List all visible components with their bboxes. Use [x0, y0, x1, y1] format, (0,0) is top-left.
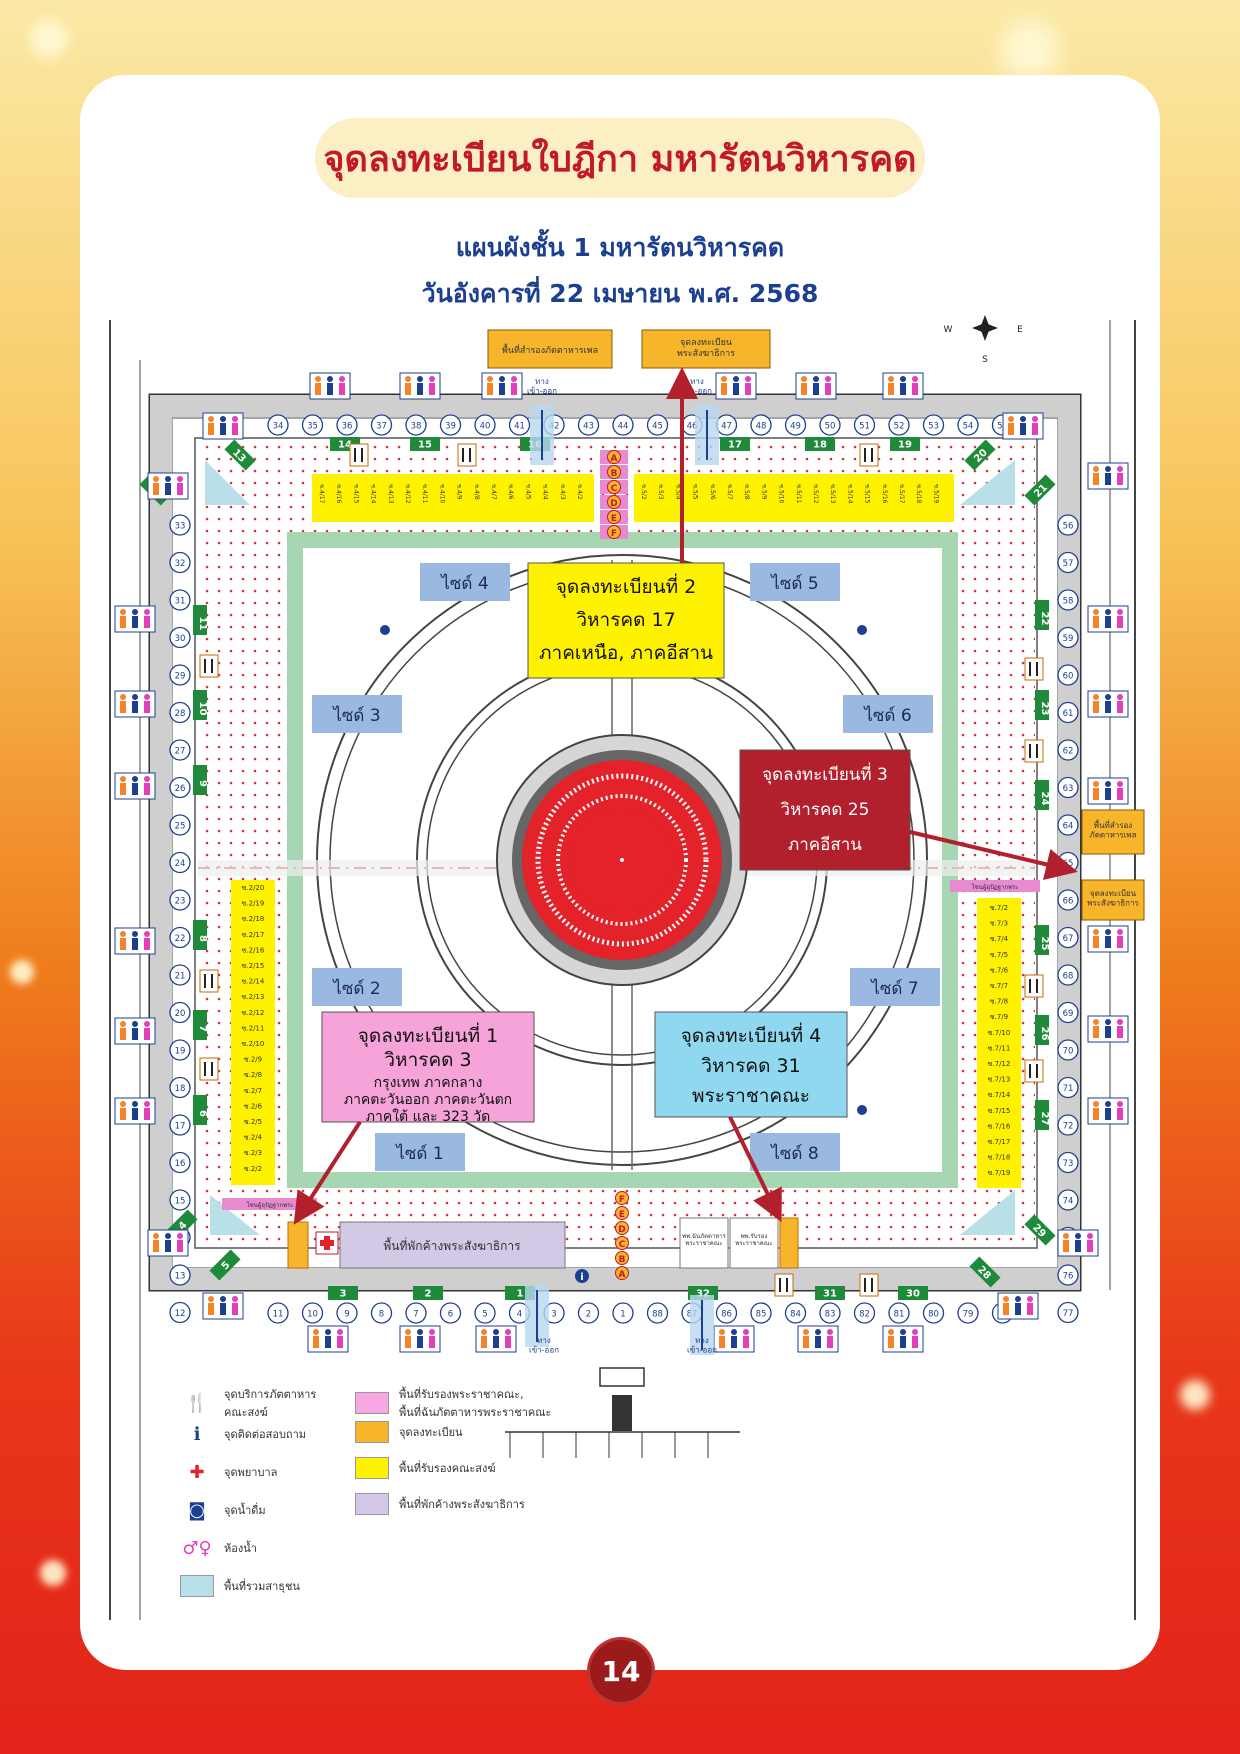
legend-label: จุดน้ำดื่ม	[224, 1504, 266, 1517]
legend-label: จุดติดต่อสอบถาม	[224, 1428, 307, 1441]
legend-swatch	[355, 1493, 389, 1515]
legend-swatch	[355, 1457, 389, 1479]
info-icon: ℹ	[193, 1423, 201, 1445]
restroom-icon: ♂♀	[182, 1537, 212, 1559]
legend-label: จุดบริการภัตตาหาร คณะสงฆ์	[224, 1388, 317, 1419]
legend-item: พื้นที่รับรองคณะสงฆ์	[355, 1457, 496, 1479]
legend-label: พื้นที่รับรองพระราชาคณะ, พื้นที่ฉันภัตตา…	[399, 1388, 552, 1419]
legend-label: พื้นที่รับรองคณะสงฆ์	[399, 1462, 496, 1475]
legend-item: 🍴 จุดบริการภัตตาหาร คณะสงฆ์	[180, 1385, 317, 1421]
food-service-icon: 🍴	[185, 1392, 209, 1414]
sparkle	[1000, 20, 1060, 80]
legend-label: ห้องน้ำ	[224, 1542, 257, 1555]
legend-item: ♂♀ ห้องน้ำ	[180, 1537, 257, 1559]
page-title: จุดลงทะเบียนใบฎีกา มหารัตนวิหารคด	[315, 118, 925, 198]
legend-swatch	[355, 1421, 389, 1443]
legend-item: พื้นที่พักค้างพระสังฆาธิการ	[355, 1493, 525, 1515]
legend-swatch	[355, 1392, 389, 1414]
legend-item: ℹ จุดติดต่อสอบถาม	[180, 1423, 306, 1445]
sparkle	[1180, 1380, 1210, 1410]
legend-item: จุดลงทะเบียน	[355, 1421, 463, 1443]
legend-item: พื้นที่รับรองพระราชาคณะ, พื้นที่ฉันภัตตา…	[355, 1385, 551, 1421]
sparkle	[10, 960, 34, 984]
legend-item: พื้นที่รวมสาธุชน	[180, 1575, 300, 1597]
sparkle	[40, 1560, 66, 1586]
legend-label: จุดลงทะเบียน	[399, 1426, 463, 1439]
legend-item: ✚ จุดพยาบาล	[180, 1461, 277, 1483]
legend-label: พื้นที่รวมสาธุชน	[224, 1580, 300, 1593]
page-number: 14	[590, 1640, 652, 1702]
legend-label: พื้นที่พักค้างพระสังฆาธิการ	[399, 1498, 525, 1511]
legend-label: จุดพยาบาล	[224, 1466, 278, 1479]
sparkle	[30, 20, 68, 58]
legend-item: ◙ จุดน้ำดื่ม	[180, 1499, 266, 1521]
subtitle-line2: วันอังคารที่ 22 เมษายน พ.ศ. 2568	[421, 279, 819, 308]
water-icon: ◙	[188, 1499, 206, 1521]
first-aid-icon: ✚	[189, 1461, 205, 1483]
legend-swatch	[180, 1575, 214, 1597]
subtitle-line1: แผนผังชั้น 1 มหารัตนวิหารคด	[455, 233, 785, 262]
